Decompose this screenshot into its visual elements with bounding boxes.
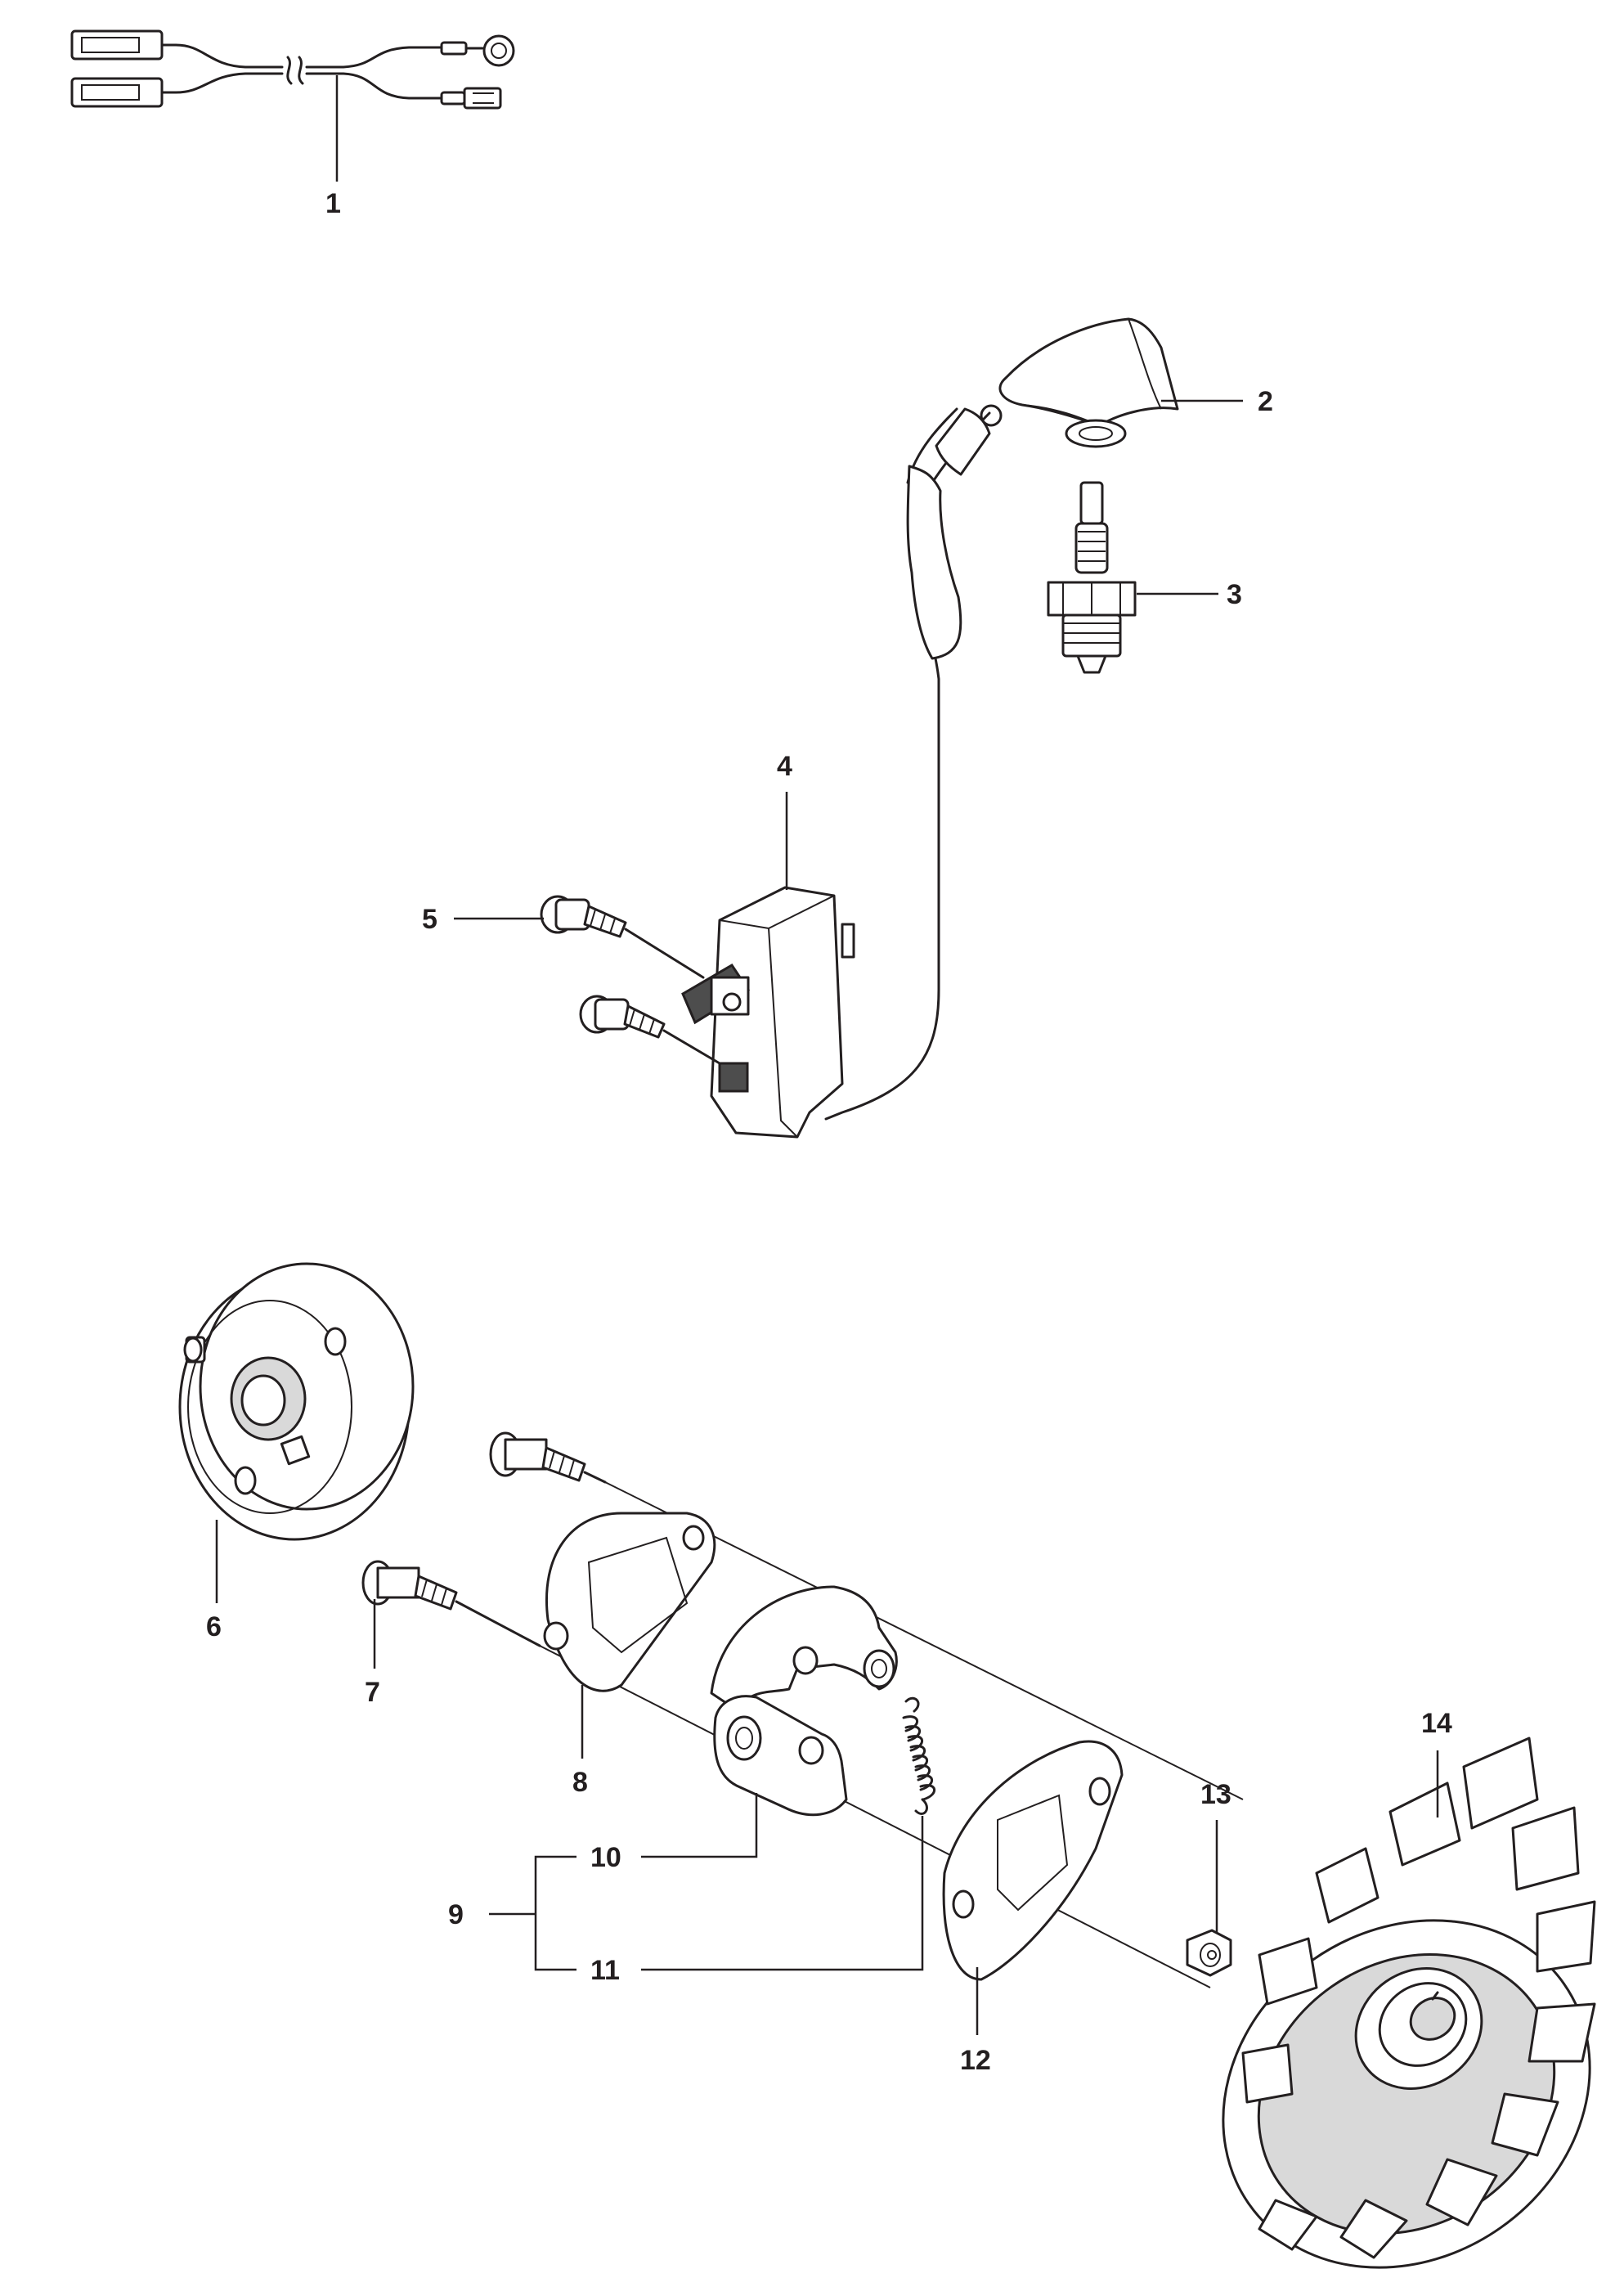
callout-4: 4 [777,751,792,782]
callout-14: 14 [1421,1708,1452,1739]
callout-1: 1 [325,188,341,219]
assembly-axis-lower [539,1645,1211,1988]
part-12-washer-plate[interactable] [942,1740,1124,1981]
part-11-spring[interactable] [902,1696,935,1815]
callout-3: 3 [1227,579,1242,610]
part-6-clutch-drum[interactable] [178,1262,415,1541]
callout-5: 5 [422,904,437,935]
bracket-9 [489,1855,576,1971]
callout-10: 10 [590,1842,621,1873]
callout-9: 9 [448,1899,464,1930]
leader-10 [641,1793,758,1858]
part-10-clutch-shoes[interactable] [710,1585,898,1817]
callout-7: 7 [365,1677,380,1708]
part-13-nut[interactable] [1186,1929,1232,1977]
part-3-spark-plug[interactable] [1047,481,1137,674]
part-2-spark-plug-cap[interactable] [980,317,1179,448]
callout-6: 6 [206,1611,222,1642]
part-5-screws[interactable] [540,895,721,1065]
part-14-flywheel[interactable] [1155,1737,1624,2278]
part-1-wire-harness[interactable] [70,29,515,110]
callout-12: 12 [960,2045,991,2076]
leader-11 [641,1816,924,1971]
part-4-ignition-module[interactable] [681,407,991,1139]
part-8-washer-plate[interactable] [543,1512,716,1692]
callout-11: 11 [590,1955,620,1986]
callout-13: 13 [1200,1779,1231,1810]
callout-8: 8 [572,1767,588,1798]
part-7-shoulder-screws[interactable] [361,1431,607,1647]
callout-2: 2 [1258,386,1273,417]
